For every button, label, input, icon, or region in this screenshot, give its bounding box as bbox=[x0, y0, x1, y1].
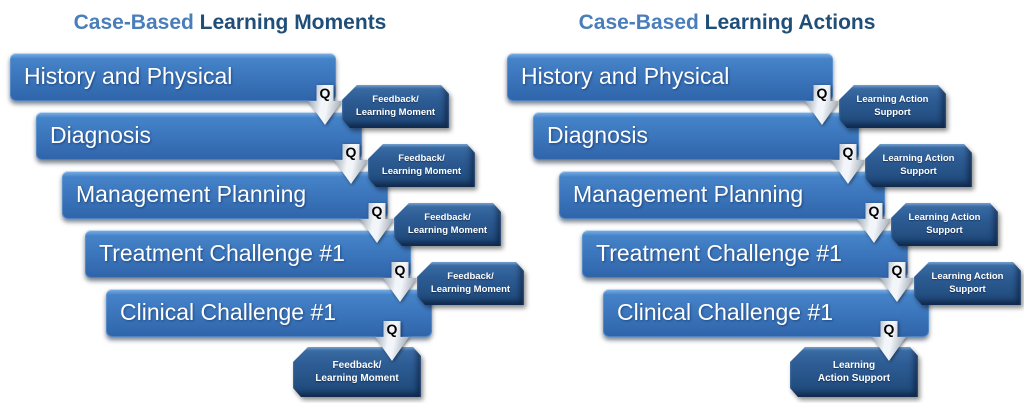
q-label: Q bbox=[319, 85, 331, 101]
q-arrow: Q bbox=[872, 321, 906, 361]
q-arrow: Q bbox=[805, 85, 839, 125]
callout-line2: Support bbox=[949, 283, 986, 295]
q-arrow: Q bbox=[375, 321, 409, 361]
callout-box: Feedback/Learning Moment bbox=[417, 262, 524, 305]
title-suffix: Learning Actions bbox=[698, 11, 876, 34]
callout-line1: Learning Action bbox=[882, 152, 955, 164]
q-label: Q bbox=[816, 85, 828, 101]
q-arrow: Q bbox=[831, 144, 865, 184]
title-suffix: Learning Moments bbox=[193, 11, 387, 34]
callout-line2: Learning Moment bbox=[407, 224, 488, 236]
q-label: Q bbox=[345, 144, 357, 160]
column-learning-actions: Case-Based Learning Actions History and … bbox=[497, 0, 1024, 403]
callout-box: Feedback/Learning Moment bbox=[342, 85, 449, 128]
q-arrow: Q bbox=[360, 203, 394, 243]
diagram-title: Case-Based Learning Actions bbox=[502, 11, 952, 35]
q-label: Q bbox=[883, 321, 895, 337]
title-prefix: Case-Based bbox=[73, 11, 194, 34]
stage-box-management-planning: Management Planning bbox=[62, 171, 388, 219]
stage-box-treatment-challenge: Treatment Challenge #1 bbox=[85, 230, 411, 278]
q-arrow: Q bbox=[880, 262, 914, 302]
callout-line1: Feedback/ bbox=[398, 152, 445, 164]
callout-line2: Support bbox=[926, 224, 963, 236]
title-prefix: Case-Based bbox=[578, 11, 699, 34]
callout-line2: Learning Moment bbox=[355, 106, 436, 118]
callout-line1: Feedback/ bbox=[332, 359, 382, 371]
stage-box-history-and-physical: History and Physical bbox=[10, 53, 336, 101]
callout-box: Feedback/Learning Moment bbox=[293, 347, 421, 397]
callout-line1: Learning Action bbox=[908, 211, 981, 223]
stage-box-management-planning: Management Planning bbox=[559, 171, 885, 219]
callout-box: Feedback/Learning Moment bbox=[368, 144, 475, 187]
callout-line1: Feedback/ bbox=[424, 211, 471, 223]
callout-line2: Learning Moment bbox=[430, 283, 511, 295]
callout-line1: Learning Action bbox=[856, 93, 929, 105]
callout-box: Feedback/Learning Moment bbox=[394, 203, 501, 246]
diagram-title: Case-Based Learning Moments bbox=[5, 11, 455, 35]
stage-box-treatment-challenge: Treatment Challenge #1 bbox=[582, 230, 908, 278]
column-learning-moments: Case-Based Learning Moments History and … bbox=[5, 11, 527, 403]
stage-box-diagnosis: Diagnosis bbox=[533, 112, 859, 160]
stage-box-clinical-challenge: Clinical Challenge #1 bbox=[603, 289, 929, 337]
callout-line1: Feedback/ bbox=[372, 93, 419, 105]
q-arrow: Q bbox=[383, 262, 417, 302]
callout-line2: Learning Moment bbox=[315, 373, 399, 384]
callout-line2: Learning Moment bbox=[381, 165, 462, 177]
q-arrow: Q bbox=[334, 144, 368, 184]
callout-line1: Learning Action bbox=[931, 270, 1004, 282]
stage-box-clinical-challenge: Clinical Challenge #1 bbox=[106, 289, 432, 337]
stage-box-history-and-physical: History and Physical bbox=[507, 53, 833, 101]
callout-line2: Support bbox=[900, 165, 937, 177]
q-label: Q bbox=[868, 203, 880, 219]
q-label: Q bbox=[891, 262, 903, 278]
q-label: Q bbox=[842, 144, 854, 160]
callout-line2: Support bbox=[874, 106, 911, 118]
q-label: Q bbox=[394, 262, 406, 278]
callout-line1: Learning bbox=[832, 359, 876, 371]
q-arrow: Q bbox=[857, 203, 891, 243]
q-arrow: Q bbox=[308, 85, 342, 125]
q-label: Q bbox=[371, 203, 383, 219]
callout-line1: Feedback/ bbox=[447, 270, 494, 282]
q-label: Q bbox=[386, 321, 398, 337]
stage-box-diagnosis: Diagnosis bbox=[36, 112, 362, 160]
callout-line2: Action Support bbox=[817, 373, 891, 384]
